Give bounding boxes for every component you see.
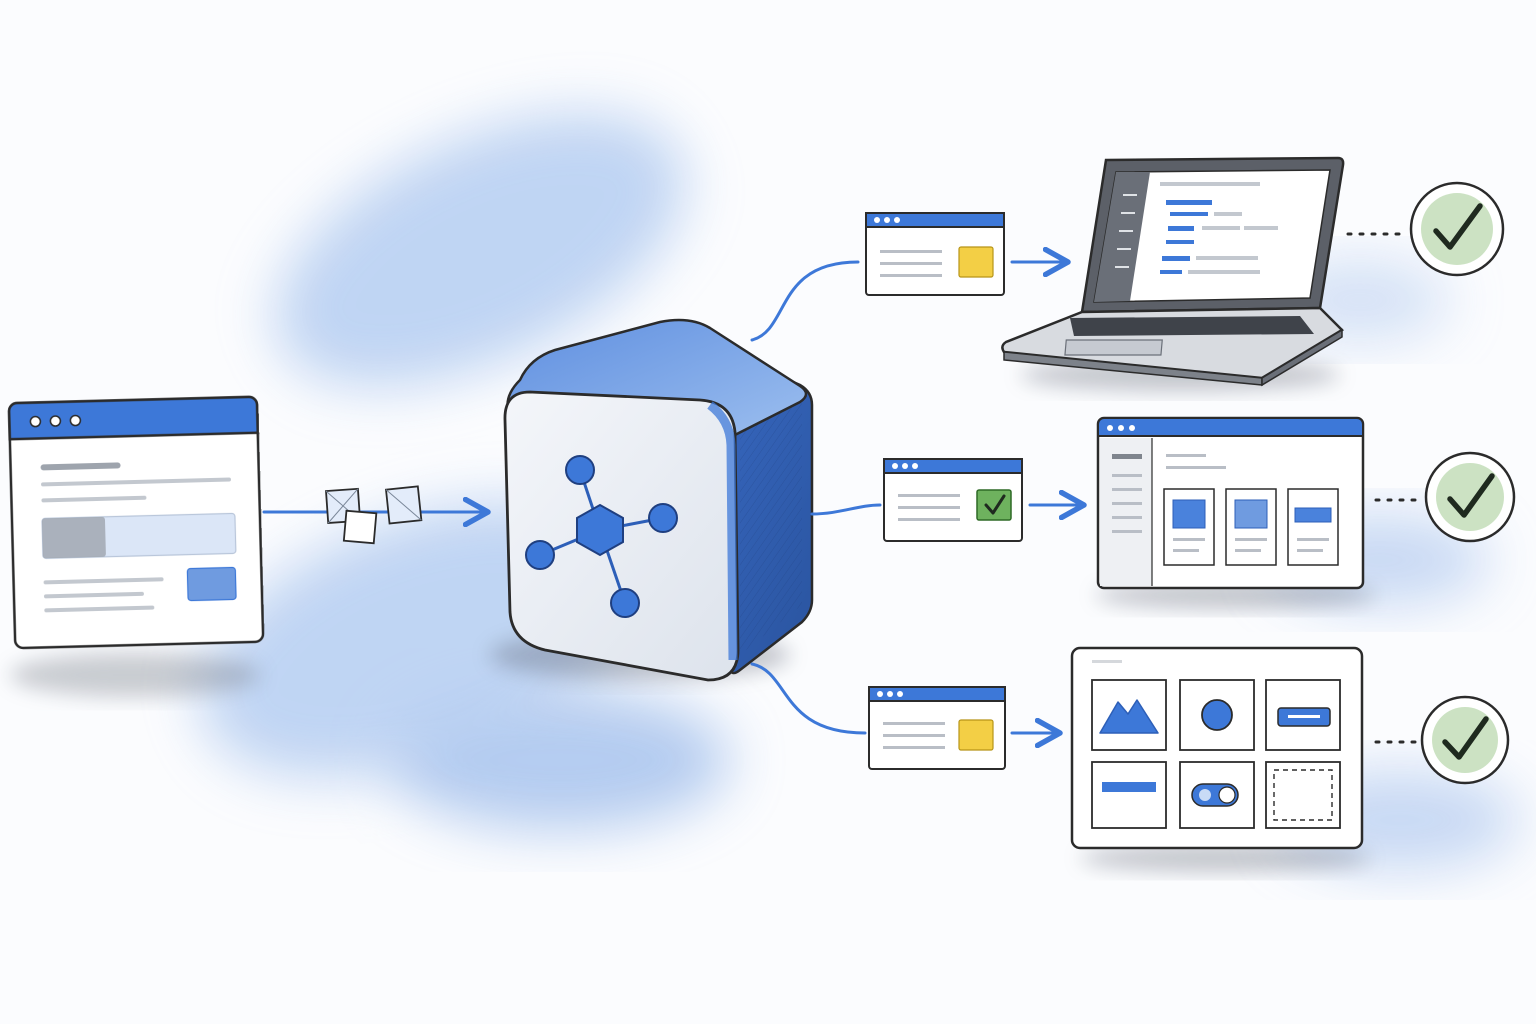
source-browser-window bbox=[7, 395, 265, 650]
check-circle-icon bbox=[1409, 181, 1505, 277]
toggle-switch-icon bbox=[1191, 783, 1239, 807]
input-tile bbox=[1091, 761, 1167, 829]
submit-button-sketch bbox=[186, 566, 237, 602]
verified-card bbox=[883, 458, 1023, 542]
check-circle-icon bbox=[1420, 695, 1510, 785]
hub-cube bbox=[503, 318, 814, 682]
window-dot-icon bbox=[69, 414, 82, 427]
connector-hub-to-bottom bbox=[750, 662, 867, 735]
connector-hub-to-top bbox=[750, 260, 860, 342]
checkbox-icon bbox=[976, 489, 1012, 521]
target-row-component-grid bbox=[868, 646, 1510, 850]
dashboard-tile bbox=[1287, 488, 1339, 566]
pending-card bbox=[865, 212, 1005, 296]
yellow-square-icon bbox=[958, 246, 994, 278]
dashed-placeholder-icon bbox=[1273, 769, 1333, 821]
network-hub-icon bbox=[525, 455, 678, 618]
pending-card bbox=[868, 686, 1006, 770]
yellow-square-icon bbox=[958, 719, 994, 751]
radio-button-icon bbox=[1201, 699, 1233, 731]
laptop-device bbox=[1001, 156, 1345, 387]
window-dot-icon bbox=[29, 415, 42, 428]
component-grid-device bbox=[1070, 646, 1364, 850]
target-row-browser-dashboard bbox=[883, 416, 1516, 590]
check-circle-icon bbox=[1424, 451, 1516, 543]
target-row-laptop bbox=[865, 156, 1505, 387]
data-packets bbox=[325, 485, 423, 545]
empty-tile bbox=[1265, 761, 1341, 829]
text-field-icon bbox=[1102, 782, 1156, 792]
packet-icon bbox=[385, 485, 423, 525]
browser-dashboard-device bbox=[1096, 416, 1365, 590]
window-dot-icon bbox=[49, 415, 62, 427]
mountain-image-icon bbox=[1099, 699, 1159, 734]
connector-hub-to-middle bbox=[810, 503, 882, 516]
packet-icon bbox=[342, 509, 378, 545]
